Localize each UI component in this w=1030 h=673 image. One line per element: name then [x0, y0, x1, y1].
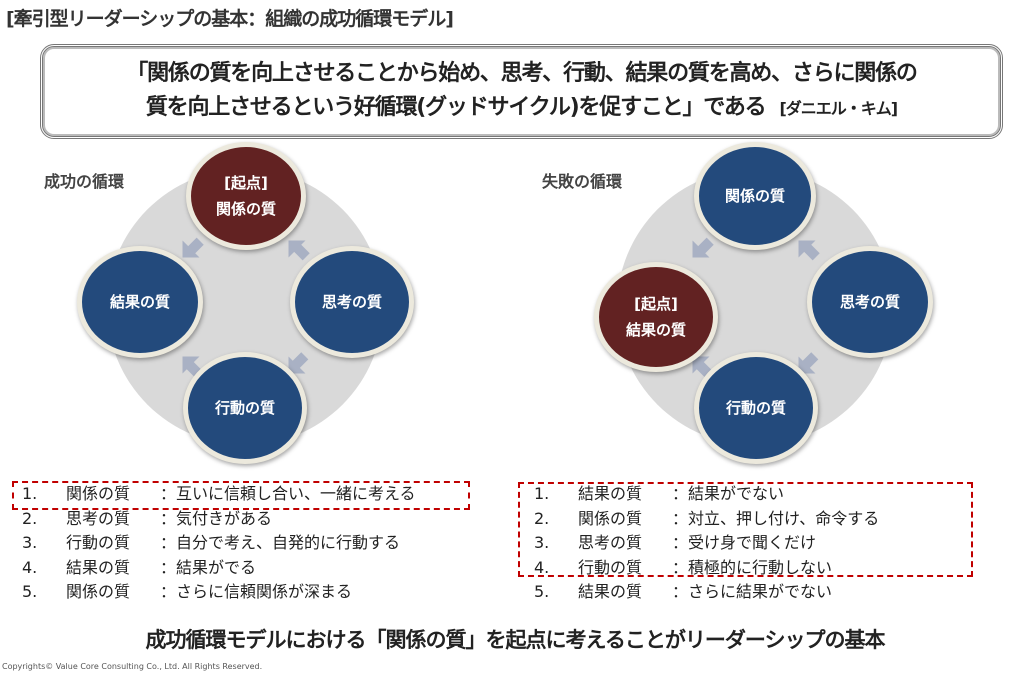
success-list: 1. 関係の質 ：互いに信頼し合い、一緒に考える 2. 思考の質 ：気付きがある 3. 行…	[22, 482, 416, 605]
node-label: 思考の質	[839, 293, 900, 311]
item-number: 1.	[534, 484, 550, 503]
item-value: ：結果がでない	[672, 484, 785, 503]
node-label: 行動の質	[214, 399, 275, 417]
success-node-relationship: [起点] 関係の質	[186, 142, 306, 250]
arrow-icon	[798, 352, 819, 374]
list-item: 5. 結果の質 ：さらに結果がでない	[534, 580, 879, 605]
node-label: 思考の質	[321, 293, 382, 311]
success-node-result: 結果の質	[77, 246, 203, 358]
item-key: 関係の質	[66, 484, 131, 503]
failure-node-action: 行動の質	[694, 352, 818, 464]
arrow-icon	[798, 240, 820, 261]
item-number: 4.	[534, 557, 550, 577]
item-key: 思考の質	[578, 533, 643, 552]
failure-node-result: [起点] 結果の質	[594, 262, 718, 372]
item-key: 思考の質	[66, 508, 131, 528]
list-item: 2. 思考の質 ：気付きがある	[22, 507, 416, 532]
copyright: Copyrights© Value Core Consulting Co., L…	[2, 662, 263, 671]
arrow-icon	[288, 352, 309, 374]
item-number: 2.	[22, 508, 38, 528]
item-key: 関係の質	[578, 508, 643, 528]
item-key: 関係の質	[66, 582, 131, 601]
item-number: 2.	[534, 508, 550, 528]
list-item: 3. 思考の質 ：受け身で聞くだけ	[534, 531, 879, 556]
item-number: 5.	[534, 582, 550, 601]
failure-node-thinking: 思考の質	[807, 246, 933, 358]
node-label: 結果の質	[625, 321, 686, 339]
item-value: ：対立、押し付け、命令する	[672, 508, 880, 528]
item-number: 5.	[22, 582, 38, 601]
success-highlight-box	[12, 481, 470, 510]
success-cycle-label: 成功の循環	[44, 172, 125, 191]
quote-line-1: 「関係の質を向上させることから始め、思考、行動、結果の質を高め、さらに関係の	[126, 61, 918, 86]
failure-cycle-label: 失敗の循環	[542, 172, 623, 191]
item-value: ：結果がでる	[160, 557, 257, 577]
list-item: 1. 関係の質 ：互いに信頼し合い、一緒に考える	[22, 482, 416, 507]
item-key: 行動の質	[578, 557, 643, 577]
item-key: 結果の質	[578, 582, 643, 601]
slide-title: [牽引型リーダーシップの基本：組織の成功循環モデル]	[6, 8, 454, 30]
quote-attribution: [ダニエル・キム]	[779, 99, 898, 118]
failure-node-relationship: 関係の質	[694, 142, 816, 250]
failure-highlight-box	[518, 482, 973, 577]
node-label: 関係の質	[215, 200, 276, 218]
item-value: ：自分で考え、自発的に行動する	[160, 533, 401, 552]
list-item: 3. 行動の質 ：自分で考え、自発的に行動する	[22, 531, 416, 556]
item-value: ：さらに信頼関係が深まる	[160, 582, 353, 601]
item-key: 結果の質	[66, 557, 131, 577]
success-node-action: 行動の質	[183, 352, 307, 464]
quote-line-2: 質を向上させるという好循環(グッドサイクル)を促すこと」である	[145, 95, 767, 120]
arrow-icon	[692, 237, 714, 258]
item-value: ：気付きがある	[160, 508, 273, 528]
conclusion-text: 成功循環モデルにおける「関係の質」を起点に考えることがリーダーシップの基本	[145, 628, 886, 652]
list-item: 5. 関係の質 ：さらに信頼関係が深まる	[22, 580, 416, 605]
item-number: 4.	[22, 557, 38, 577]
item-number: 1.	[22, 484, 38, 503]
success-node-thinking: 思考の質	[290, 246, 414, 358]
node-label: 関係の質	[724, 187, 785, 205]
item-number: 3.	[534, 533, 550, 552]
list-item: 2. 関係の質 ：対立、押し付け、命令する	[534, 507, 879, 532]
node-label: 結果の質	[109, 293, 170, 311]
item-value: ：互いに信頼し合い、一緒に考える	[160, 484, 416, 503]
item-value: ：積極的に行動しない	[672, 557, 833, 577]
item-key: 結果の質	[578, 484, 643, 503]
start-tag: [起点]	[634, 295, 678, 313]
list-item: 1. 結果の質 ：結果がでない	[534, 482, 879, 507]
list-item: 4. 結果の質 ：結果がでる	[22, 556, 416, 581]
item-value: ：さらに結果がでない	[672, 582, 833, 601]
quote-box: 「関係の質を向上させることから始め、思考、行動、結果の質を高め、さらに関係の 質…	[40, 44, 1003, 139]
item-key: 行動の質	[66, 533, 131, 552]
arrow-icon	[182, 237, 204, 258]
list-item: 4. 行動の質 ：積極的に行動しない	[534, 556, 879, 581]
node-label: 行動の質	[725, 399, 786, 417]
arrow-icon	[288, 240, 310, 261]
failure-list: 1. 結果の質 ：結果がでない 2. 関係の質 ：対立、押し付け、命令する 3. 思考の質…	[534, 482, 879, 605]
item-value: ：受け身で聞くだけ	[672, 533, 817, 552]
item-number: 3.	[22, 533, 38, 552]
start-tag: [起点]	[224, 174, 268, 192]
